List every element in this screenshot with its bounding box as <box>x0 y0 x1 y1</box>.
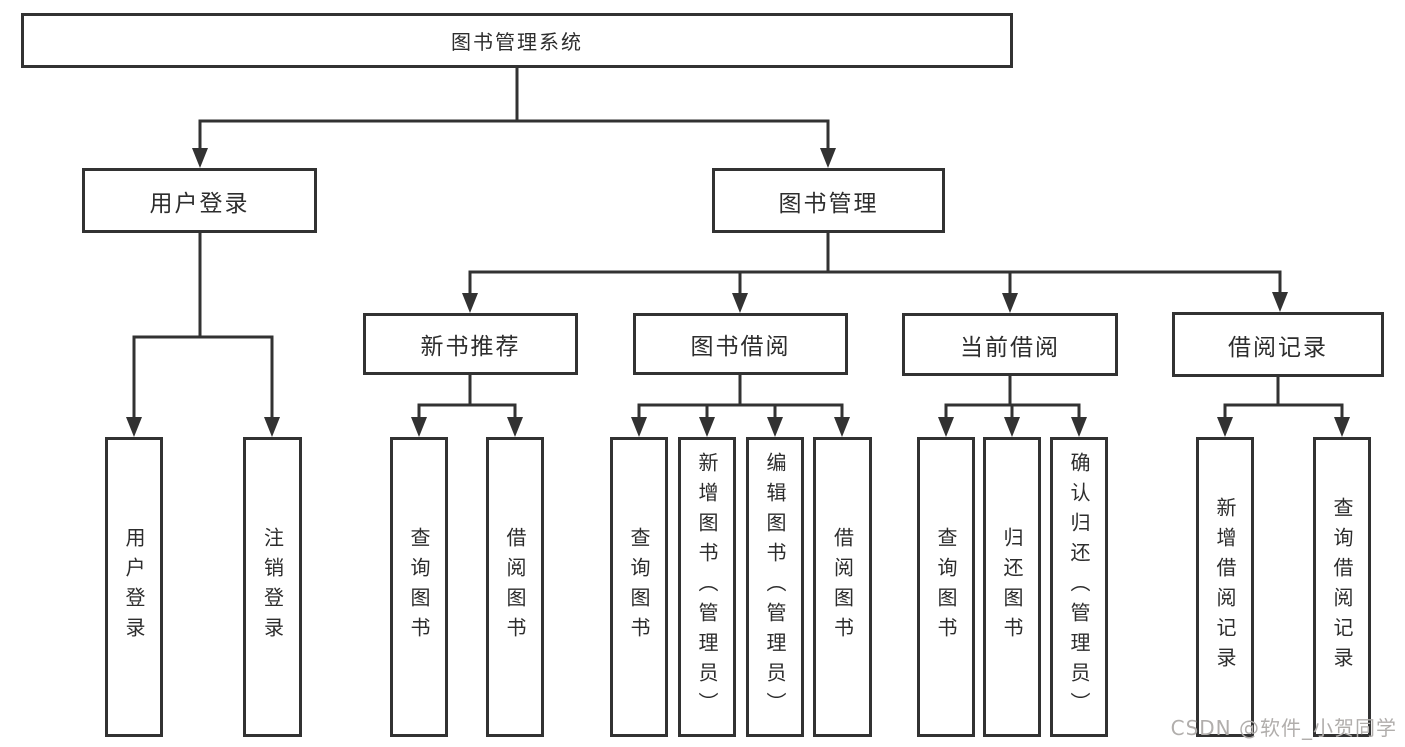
new-book-recommend-node: 新书推荐 <box>363 313 578 375</box>
csdn-watermark: CSDN @软件_小贺同学 <box>1170 716 1397 740</box>
borrow-record-label: 借阅记录 <box>1228 334 1328 361</box>
new-book-recommend-label: 新书推荐 <box>420 334 521 360</box>
book-borrow-label: 图书借阅 <box>690 334 791 360</box>
leaf-borrow-books: 借阅图书 <box>813 437 872 737</box>
leaf-add-borrow-record: 新增借阅记录 <box>1196 437 1254 737</box>
book-borrow-node: 图书借阅 <box>633 313 848 375</box>
current-borrow-label: 当前借阅 <box>960 334 1060 361</box>
leaf-user-login: 用户登录 <box>105 437 163 737</box>
leaf-return-books: 归还图书 <box>983 437 1041 737</box>
leaf-confirm-return-admin: 确认归还（管理员） <box>1050 437 1108 737</box>
leaf-query-books-borrow: 查询图书 <box>610 437 668 737</box>
current-borrow-node: 当前借阅 <box>902 313 1118 376</box>
root-label: 图书管理系统 <box>451 30 583 54</box>
leaf-query-books-recommend: 查询图书 <box>390 437 448 737</box>
book-management-branch-label: 图书管理 <box>778 190 879 217</box>
leaf-query-borrow-record: 查询借阅记录 <box>1313 437 1371 737</box>
user-login-branch-label: 用户登录 <box>149 190 250 217</box>
borrow-record-node: 借阅记录 <box>1172 312 1384 377</box>
book-management-branch-node: 图书管理 <box>712 168 945 233</box>
root-node: 图书管理系统 <box>21 13 1013 68</box>
leaf-logout: 注销登录 <box>243 437 302 737</box>
leaf-query-books-current: 查询图书 <box>917 437 975 737</box>
arrow-heads <box>126 148 1350 437</box>
leaf-borrow-books-recommend: 借阅图书 <box>486 437 544 737</box>
leaf-add-books-admin: 新增图书（管理员） <box>678 437 736 737</box>
leaf-edit-books-admin: 编辑图书（管理员） <box>746 437 804 737</box>
user-login-branch-node: 用户登录 <box>82 168 317 233</box>
